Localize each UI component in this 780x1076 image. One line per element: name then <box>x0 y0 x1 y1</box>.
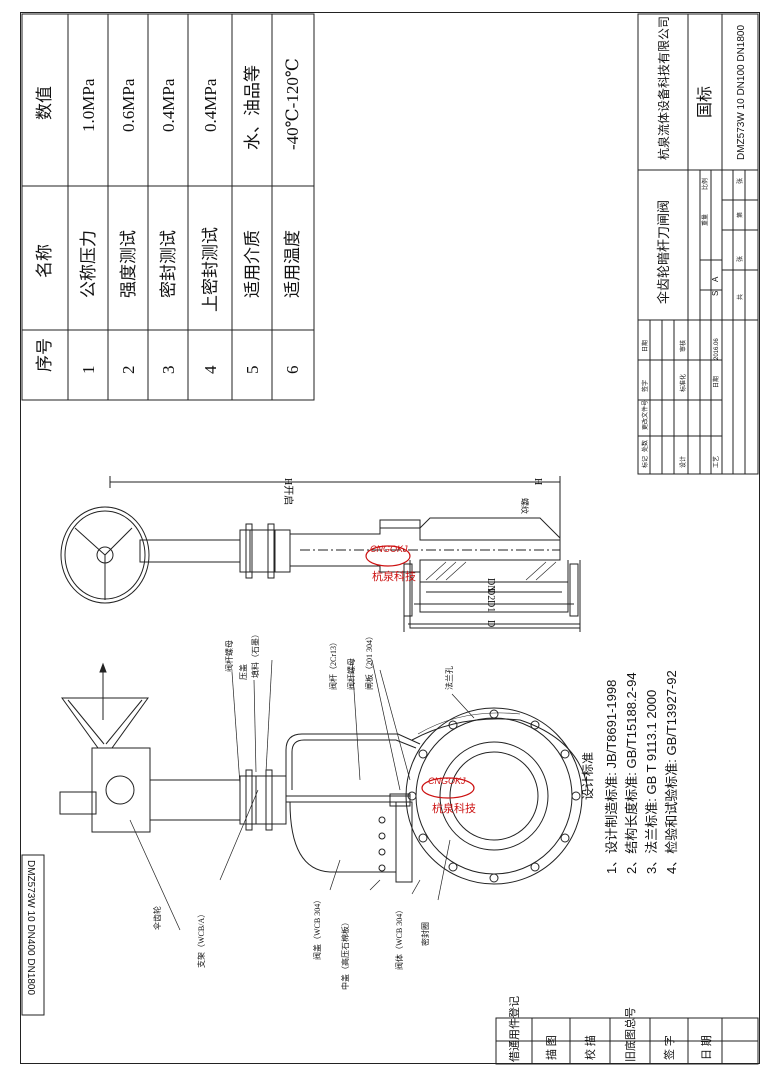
standard-item: 1、设计制造标准: JB/T8691-1998 <box>604 680 619 874</box>
tb-mark-s: S <box>711 291 720 296</box>
standard-label: 国标 <box>696 86 714 118</box>
tb-label-mark: 标记 <box>641 456 649 468</box>
header-name: 名称 <box>35 244 54 278</box>
standards-heading: 设计标准 <box>581 752 595 800</box>
watermark-front: CNGOKJ 杭泉科技 <box>421 776 476 815</box>
model-code: DMZ573W 10 DN100 DN1800 <box>736 25 747 160</box>
row-value: 0.4MPa <box>159 78 178 132</box>
row-index: 3 <box>159 366 178 375</box>
row-name: 强度测试 <box>119 230 138 298</box>
tb-label-sheet: 张 <box>736 256 744 262</box>
row-name: 适用介质 <box>243 230 262 298</box>
row-value: 1.0MPa <box>79 78 98 132</box>
watermark-logo: CNGOKJ <box>428 776 466 786</box>
strip-sign: 签 字 <box>662 1035 676 1060</box>
tb-date-value: 2016.06 <box>714 338 720 360</box>
drawing-code-box: DMZ573W 10 DN400 DN1800 <box>21 854 45 1016</box>
standard-item: 2、结构长度标准: GB/T15188.2-94 <box>624 672 639 874</box>
row-name: 公称压力 <box>79 230 98 298</box>
dim-h: H <box>532 478 543 485</box>
title-block <box>637 13 759 475</box>
row-name: 密封测试 <box>159 230 178 298</box>
callout-packing: 填料（石墨） <box>250 630 260 678</box>
callout-yoke: 支架（WCB/A） <box>196 910 206 968</box>
tb-label-weight: 重量 <box>701 214 709 226</box>
product-name: 伞齿轮暗杆刀闸阀 <box>656 200 671 304</box>
tb-label-review: 审核 <box>679 340 687 352</box>
tb-label-scale: 比例 <box>701 178 709 190</box>
tb-label-process: 工艺 <box>712 456 720 468</box>
tb-label-count: 处数 <box>641 440 649 452</box>
callout-middle-cover: 中盖（高压石棉板） <box>340 918 350 990</box>
tb-label-date2: 日期 <box>712 376 720 388</box>
strip-date: 日 期 <box>700 1035 713 1060</box>
watermark-text: 杭泉科技 <box>372 569 416 583</box>
spec-table-text: 序号 名称 数值 1 公称压力 1.0MPa 2 强度测试 0.6MPa 3 密… <box>35 58 302 374</box>
standard-item: 3、法兰标准: GB T 9113.1 2000 <box>644 690 659 874</box>
tb-label-total: 共 <box>736 294 744 300</box>
design-standards: 设计标准 1、设计制造标准: JB/T8691-1998 2、结构长度标准: G… <box>581 670 679 874</box>
watermark-top: CNGOKJ 杭泉科技 <box>365 544 416 583</box>
standard-item: 4、检验和试验标准: GB/T13927-92 <box>664 670 679 874</box>
callout-bevel-gear: 伞齿轮 <box>152 906 162 930</box>
body-bolts <box>378 816 386 872</box>
dim-h-open: H开启 <box>282 478 295 505</box>
row-index: 5 <box>243 366 262 375</box>
company-name: 杭泉流体设备科技有限公司 <box>656 16 671 160</box>
drawing-code: DMZ573W 10 DN400 DN1800 <box>25 860 36 995</box>
tb-mark-a: A <box>711 276 720 282</box>
title-block-text: 杭泉流体设备科技有限公司 国标 DMZ573W 10 DN100 DN1800 … <box>641 16 747 468</box>
callout-labels: 伞齿轮 支架（WCB/A） 阀杆螺母 压盖 填料（石墨） 阀杆（2Cr13） 阀… <box>152 630 454 990</box>
header-index: 序号 <box>35 338 54 372</box>
left-strip-text: 借通用件登记 描 图 校 描 旧底图总号 签 字 日 期 <box>507 996 713 1062</box>
left-strip <box>495 1017 759 1065</box>
top-view <box>60 476 581 632</box>
top-view-labels: H开启 H 螺纹 DN D2 D1 D <box>282 478 543 627</box>
spec-table <box>21 13 315 401</box>
callout-bonnet: 阀盖（WCB 304） <box>312 896 322 960</box>
flange-bolt-holes <box>407 709 581 883</box>
row-index: 1 <box>79 366 98 375</box>
row-index: 2 <box>119 366 138 375</box>
tb-label-standardize: 标准化 <box>679 374 687 392</box>
callout-stem-nut-2: 阀杆螺母 <box>346 658 356 690</box>
tb-label-design: 设计 <box>679 456 687 468</box>
dim-thread: 螺纹 <box>520 498 530 514</box>
row-index: 4 <box>201 365 220 374</box>
tb-label-sheet2: 张 <box>736 178 744 184</box>
tb-label-date: 日期 <box>641 340 649 352</box>
callout-flange-hole: 法兰孔 <box>444 666 454 690</box>
watermark-logo: CNGOKJ <box>370 544 408 554</box>
header-value: 数值 <box>35 86 54 120</box>
tb-label-sign: 签字 <box>641 380 649 392</box>
row-index: 6 <box>283 366 302 375</box>
row-value: 0.4MPa <box>201 78 220 132</box>
dim-dn: DN <box>485 578 496 592</box>
row-value: 水、油品等 <box>243 65 262 150</box>
watermark-text: 杭泉科技 <box>432 801 476 815</box>
strip-check: 校 描 <box>583 1035 597 1060</box>
callout-gate: 闸板（201 304） <box>364 632 374 690</box>
strip-old-number: 旧底图总号 <box>623 1007 637 1062</box>
row-value: 0.6MPa <box>119 78 138 132</box>
strip-borrow: 借通用件登记 <box>507 996 521 1062</box>
callout-stem: 阀杆（2Cr13） <box>328 638 338 690</box>
callout-body: 阀体（WCB 304） <box>394 906 404 970</box>
drawing-frame <box>20 12 760 1064</box>
row-name: 适用温度 <box>283 230 302 298</box>
dim-d1: D1 <box>485 600 496 612</box>
callout-gland: 压盖 <box>238 664 248 680</box>
dim-d2: D2 <box>485 588 496 600</box>
strip-trace: 描 图 <box>544 1035 558 1060</box>
callout-seal-ring: 密封圈 <box>420 922 430 946</box>
row-name: 上密封测试 <box>201 227 220 312</box>
dim-d: D <box>485 620 496 627</box>
front-view <box>59 659 589 931</box>
tb-label-no: 第 <box>736 212 744 218</box>
tb-label-change: 更改文件号 <box>641 400 649 430</box>
row-value: -40℃-120℃ <box>283 58 302 150</box>
callout-stem-nut: 阀杆螺母 <box>224 640 234 672</box>
